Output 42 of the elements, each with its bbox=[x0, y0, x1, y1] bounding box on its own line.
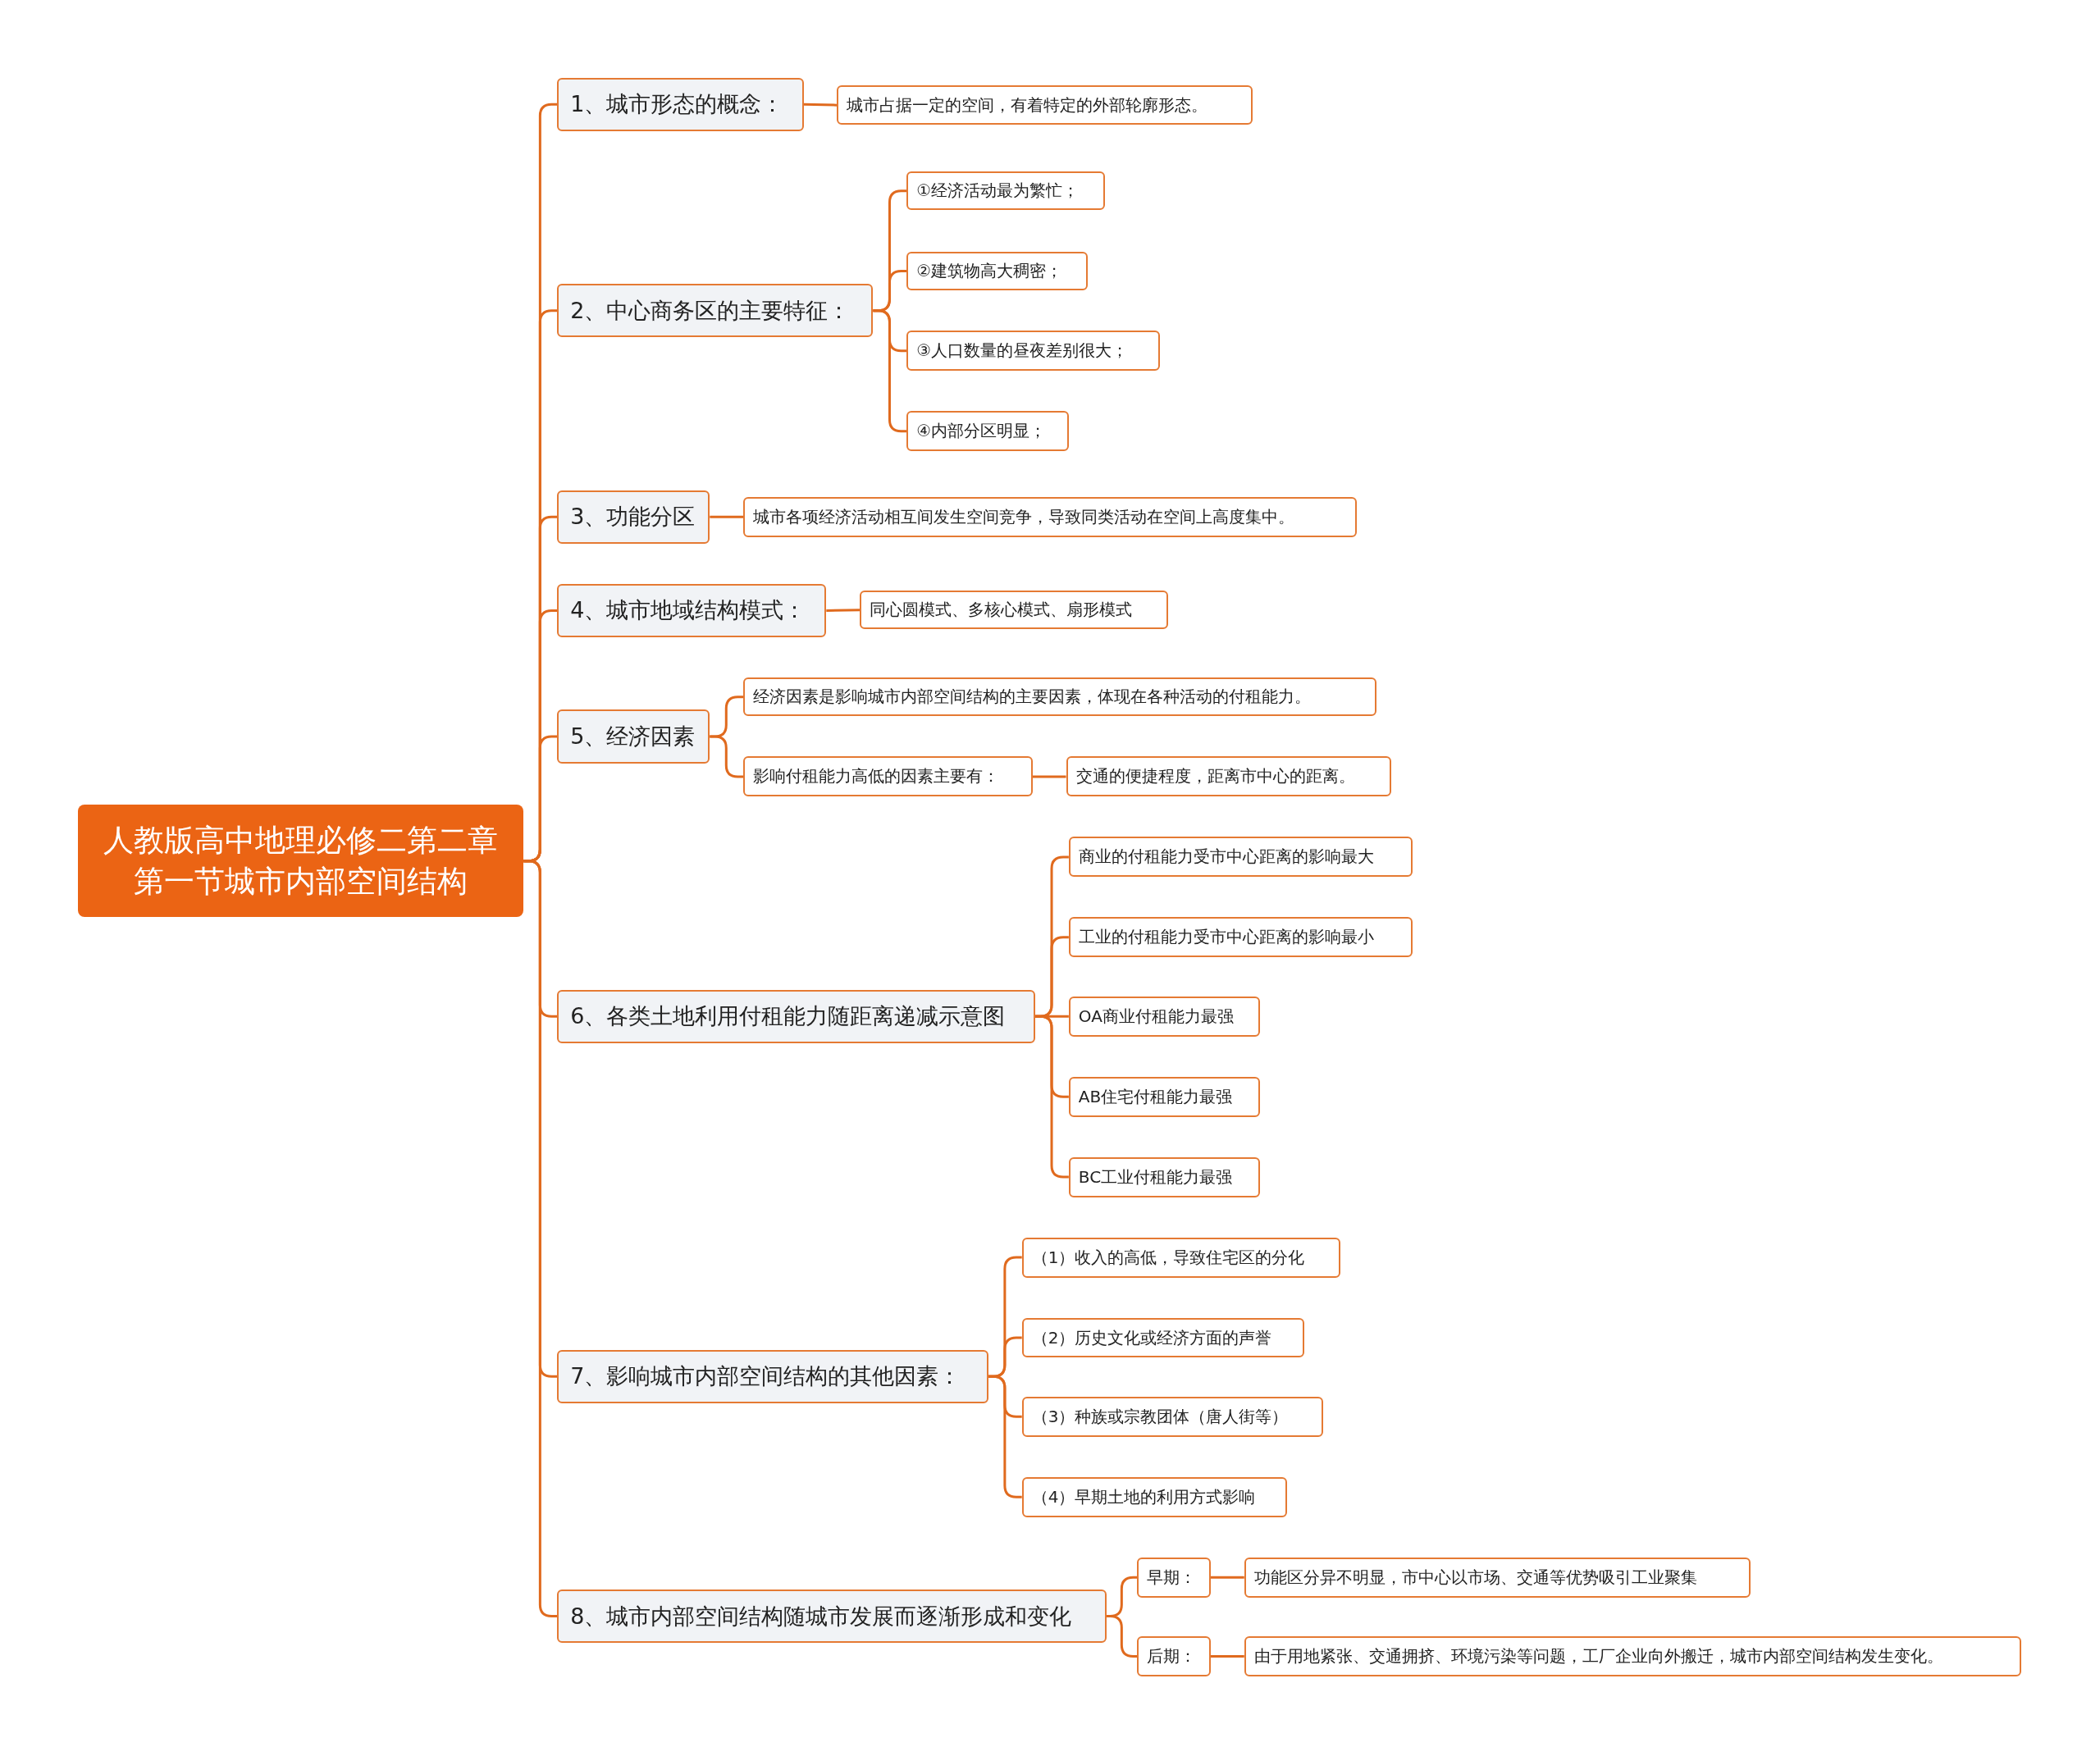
subtopic-box: BC工业付租能力最强 bbox=[1068, 1156, 1261, 1197]
subtopic-box: 功能区分异不明显，市中心以市场、交通等优势吸引工业聚集 bbox=[1244, 1557, 1751, 1598]
topic-box: 8、城市内部空间结构随城市发展而逐渐形成和变化 bbox=[557, 1589, 1107, 1644]
connector-line bbox=[1210, 1655, 1244, 1658]
subtopic-box: 交通的便捷程度，距离市中心的距离。 bbox=[1066, 756, 1392, 797]
connector-line bbox=[1210, 1576, 1244, 1579]
topic-box: 6、各类土地利用付租能力随距离递减示意图 bbox=[557, 989, 1035, 1043]
topic-box: 5、经济因素 bbox=[557, 709, 710, 764]
subtopic-box: （2）历史文化或经济方面的声誉 bbox=[1021, 1317, 1305, 1358]
connector-line bbox=[1035, 1015, 1069, 1179]
connector-line bbox=[523, 860, 558, 1618]
connector-line bbox=[710, 515, 744, 518]
subtopic-box: 商业的付租能力受市中心距离的影响最大 bbox=[1068, 837, 1413, 878]
subtopic-box: 早期： bbox=[1137, 1557, 1211, 1598]
connector-line bbox=[803, 103, 838, 107]
subtopic-box: OA商业付租能力最强 bbox=[1068, 996, 1261, 1037]
connector-line bbox=[826, 609, 861, 612]
connector-line bbox=[988, 1375, 1022, 1498]
subtopic-box: 工业的付租能力受市中心距离的影响最小 bbox=[1068, 917, 1413, 958]
topic-box: 2、中心商务区的主要特征： bbox=[557, 284, 874, 338]
root-topic: 人教版高中地理必修二第二章第一节城市内部空间结构 bbox=[77, 805, 524, 918]
subtopic-box: ②建筑物高大稠密； bbox=[906, 251, 1088, 291]
subtopic-box: 城市各项经济活动相互间发生空间竞争，导致同类活动在空间上高度集中。 bbox=[743, 496, 1357, 537]
subtopic-box: 经济因素是影响城市内部空间结构的主要因素，体现在各种活动的付租能力。 bbox=[743, 677, 1377, 717]
subtopic-box: ④内部分区明显； bbox=[906, 411, 1069, 452]
subtopic-box: 后期： bbox=[1137, 1636, 1211, 1677]
topic-box: 3、功能分区 bbox=[557, 490, 710, 544]
subtopic-box: （3）种族或宗教团体（唐人街等） bbox=[1021, 1396, 1324, 1437]
subtopic-box: ①经济活动最为繁忙； bbox=[906, 171, 1105, 211]
subtopic-box: 由于用地紧张、交通拥挤、环境污染等问题，工厂企业向外搬迁，城市内部空间结构发生变化。 bbox=[1244, 1636, 2021, 1677]
topic-box: 7、影响城市内部空间结构的其他因素： bbox=[557, 1349, 988, 1403]
connector-line bbox=[873, 309, 907, 433]
topic-box: 1、城市形态的概念： bbox=[557, 77, 804, 131]
subtopic-box: 影响付租能力高低的因素主要有： bbox=[743, 756, 1033, 797]
topic-box: 4、城市地域结构模式： bbox=[557, 583, 827, 638]
subtopic-box: ③人口数量的昼夜差别很大； bbox=[906, 331, 1160, 372]
connector-line bbox=[1032, 775, 1066, 778]
subtopic-box: （4）早期土地的利用方式影响 bbox=[1021, 1476, 1287, 1517]
subtopic-box: AB住宅付租能力最强 bbox=[1068, 1076, 1261, 1117]
subtopic-box: 同心圆模式、多核心模式、扇形模式 bbox=[860, 591, 1168, 630]
subtopic-box: 城市占据一定的空间，有着特定的外部轮廓形态。 bbox=[837, 85, 1253, 125]
subtopic-box: （1）收入的高低，导致住宅区的分化 bbox=[1021, 1237, 1341, 1278]
